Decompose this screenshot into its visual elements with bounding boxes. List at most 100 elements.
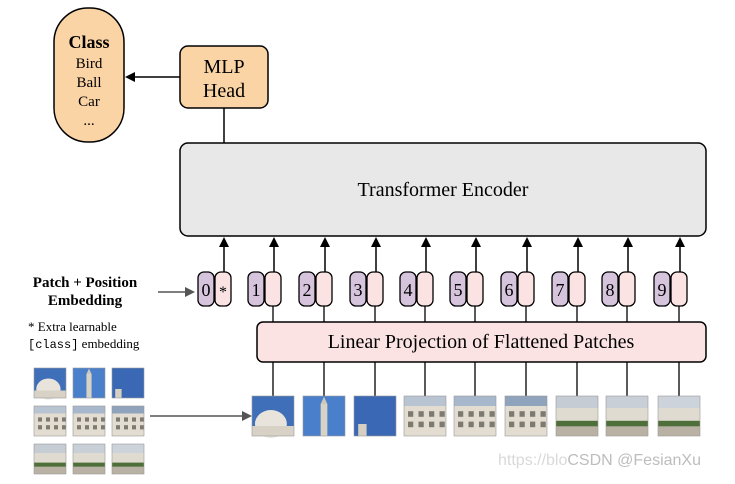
patch-window xyxy=(38,425,42,430)
class-item-ball: Ball xyxy=(77,75,102,91)
patch-border xyxy=(111,405,145,437)
embedding-token-pair: 7 xyxy=(551,271,586,307)
patch-border xyxy=(403,395,447,437)
watermark-url: https://blo xyxy=(498,452,568,469)
patch-ground xyxy=(556,426,598,436)
mlp-head-line1: MLP xyxy=(203,56,244,78)
patch-window xyxy=(429,421,435,428)
embedding-token-pair: 3 xyxy=(349,271,384,307)
patch-window xyxy=(468,411,474,417)
source-grid-patch-image-6 xyxy=(111,405,145,437)
extra-learnable-note-line2: [class] embedding xyxy=(28,336,140,352)
patch-window xyxy=(489,411,495,417)
position-embedding-token xyxy=(449,271,467,307)
class-item-car: Car xyxy=(78,94,100,110)
class-item-bird: Bird xyxy=(76,56,103,72)
patch-window xyxy=(62,417,66,422)
patch-border xyxy=(302,395,346,437)
watermark-brand: CSDN @FesianXu xyxy=(567,452,701,469)
transformer-encoder-label: Transformer Encoder xyxy=(358,179,529,201)
patch-embedding-token xyxy=(670,271,688,307)
patch-building xyxy=(112,453,144,464)
embedding-word: embedding xyxy=(78,336,140,351)
position-embedding-token xyxy=(399,271,417,307)
patch-embedding-token xyxy=(568,271,586,307)
patch-window xyxy=(116,425,120,430)
position-embedding-token xyxy=(197,271,215,307)
patch-window xyxy=(93,417,97,422)
patch-facade xyxy=(112,413,144,436)
patch-hedge xyxy=(606,420,648,427)
patch-building xyxy=(73,453,105,464)
patch-border xyxy=(605,395,649,437)
patch-ground xyxy=(658,426,700,436)
linear-projection-shape xyxy=(256,321,707,363)
patch-spire xyxy=(320,396,328,404)
patch-window xyxy=(489,421,495,428)
position-index-label: 0 xyxy=(202,280,211,300)
patch-embedding-token xyxy=(315,271,333,307)
patch-image-8 xyxy=(605,395,649,437)
source-grid-patch-image-7 xyxy=(33,443,67,475)
patch-ground xyxy=(606,426,648,436)
class-token xyxy=(214,271,232,307)
source-grid-patch-image-5 xyxy=(72,405,106,437)
embedding-token-pair: 0* xyxy=(197,271,232,307)
patch-ground xyxy=(34,466,66,474)
position-embedding-token xyxy=(298,271,316,307)
patch-window xyxy=(132,417,136,422)
mlp-head-line2: Head xyxy=(203,80,245,102)
patch-window xyxy=(46,417,50,422)
patch-border xyxy=(33,405,67,437)
patch-border xyxy=(72,405,106,437)
patch-window xyxy=(418,411,424,417)
patch-window xyxy=(116,417,120,422)
position-embedding-token xyxy=(500,271,518,307)
patch-window xyxy=(519,411,525,417)
patch-window xyxy=(124,425,128,430)
patch-image-7 xyxy=(555,395,599,437)
patch-window xyxy=(408,421,414,428)
linear-projection-box: Linear Projection of Flattened Patches xyxy=(256,321,707,363)
patch-window xyxy=(46,425,50,430)
patch-window xyxy=(429,411,435,417)
patch-window xyxy=(530,411,536,417)
position-index-label: 6 xyxy=(505,280,514,300)
patch-building xyxy=(658,408,700,422)
patch-facade xyxy=(505,406,547,436)
patch-border xyxy=(33,443,67,475)
patch-window xyxy=(439,421,445,428)
embedding-token-pair: 5 xyxy=(449,271,484,307)
patch-building xyxy=(606,408,648,422)
patch-building xyxy=(252,426,294,436)
source-grid-patch-image-4 xyxy=(33,405,67,437)
patch-building xyxy=(34,390,66,398)
patch-window xyxy=(540,411,546,417)
embedding-token-pair: 4 xyxy=(399,271,434,307)
source-image-patch-grid xyxy=(33,367,145,475)
position-embedding-token xyxy=(247,271,265,307)
patch-hedge xyxy=(34,462,66,467)
embedding-token-pair: 1 xyxy=(247,271,282,307)
patch-window xyxy=(77,425,81,430)
patch-window xyxy=(85,425,89,430)
patch-window xyxy=(509,421,515,428)
patch-border xyxy=(33,367,67,399)
class-code-token: [class] xyxy=(28,338,78,352)
patch-window xyxy=(519,421,525,428)
position-index-label: 1 xyxy=(252,280,261,300)
patch-border xyxy=(251,395,295,437)
patch-position-label-line1: Patch + Position xyxy=(33,275,138,291)
patch-image-5 xyxy=(453,395,497,437)
patch-image-2 xyxy=(302,395,346,437)
patch-embedding-token xyxy=(466,271,484,307)
position-embedding-token xyxy=(349,271,367,307)
patch-spire xyxy=(86,368,92,374)
patch-roofline xyxy=(115,389,122,398)
patch-hedge xyxy=(658,420,700,427)
patch-border xyxy=(657,395,701,437)
patch-window xyxy=(509,411,515,417)
class-output-box: Class Bird Ball Car ... xyxy=(53,7,125,143)
patch-window xyxy=(38,417,42,422)
